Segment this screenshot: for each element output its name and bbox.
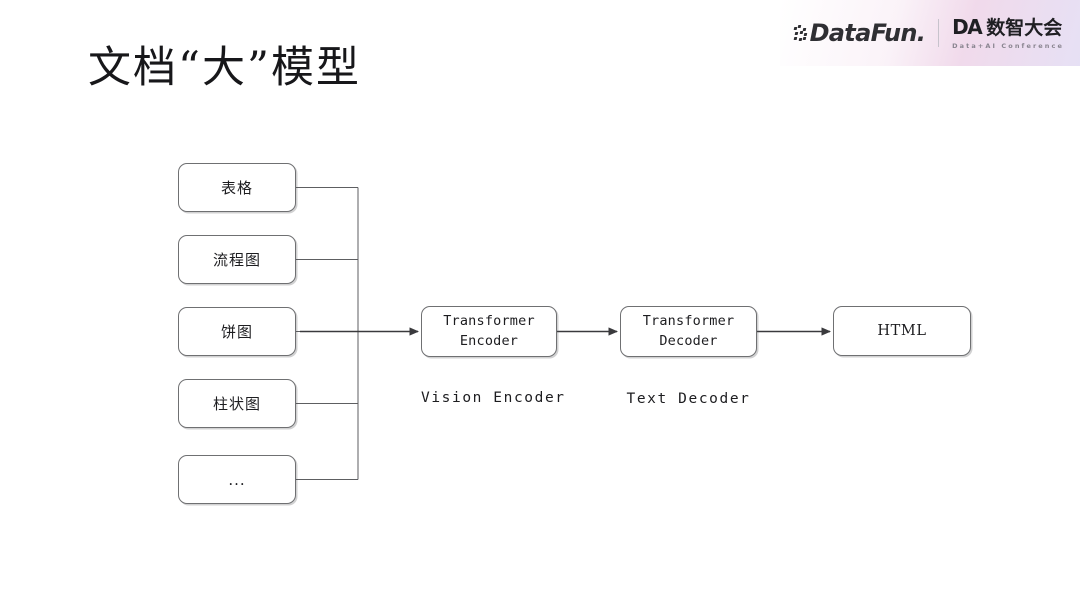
input-node-flowchart[interactable]: 流程图	[178, 235, 296, 284]
stage-node-label-line1: Transformer	[443, 312, 535, 329]
logo-group: DataFun. DA 数智大会 Data+AI Conference	[793, 14, 1064, 52]
stage-node-transformer-encoder[interactable]: Transformer Encoder	[421, 306, 557, 357]
datafun-logo: DataFun.	[793, 18, 926, 48]
caption-text-decoder: Text Decoder	[626, 391, 751, 407]
conference-logo-main: DA 数智大会	[952, 17, 1064, 38]
stage-node-label-line1: Transformer	[642, 312, 735, 329]
conference-subtitle: Data+AI Conference	[952, 41, 1064, 50]
output-node-html[interactable]: HTML	[833, 306, 971, 356]
input-node-barchart[interactable]: 柱状图	[178, 379, 296, 428]
input-node-label: 表格	[220, 179, 253, 197]
stage-node-label-line2: Encoder	[459, 332, 519, 349]
stage-node-label: Transformer Decoder	[643, 312, 735, 351]
conference-name-cn: 数智大会	[986, 16, 1063, 39]
input-node-more[interactable]: ...	[178, 455, 296, 504]
da-mark: DA	[952, 14, 983, 39]
output-node-label: HTML	[877, 323, 927, 339]
input-node-label: 柱状图	[212, 395, 261, 413]
page-title: 文档“大”模型	[88, 43, 361, 93]
input-node-table[interactable]: 表格	[178, 163, 296, 212]
input-node-piechart[interactable]: 饼图	[178, 307, 296, 356]
stage-node-label-line2: Decoder	[659, 332, 718, 349]
input-node-label: 流程图	[212, 251, 261, 269]
input-node-label: ...	[228, 470, 246, 489]
input-node-label: 饼图	[220, 323, 253, 341]
conference-logo: DA 数智大会 Data+AI Conference	[952, 15, 1064, 51]
logo-divider	[938, 19, 940, 47]
caption-vision-encoder: Vision Encoder	[421, 390, 566, 406]
datafun-wordmark: DataFun.	[809, 19, 926, 47]
stage-node-transformer-decoder[interactable]: Transformer Decoder	[620, 306, 757, 357]
stage-node-label: Transformer Encoder	[443, 312, 535, 351]
